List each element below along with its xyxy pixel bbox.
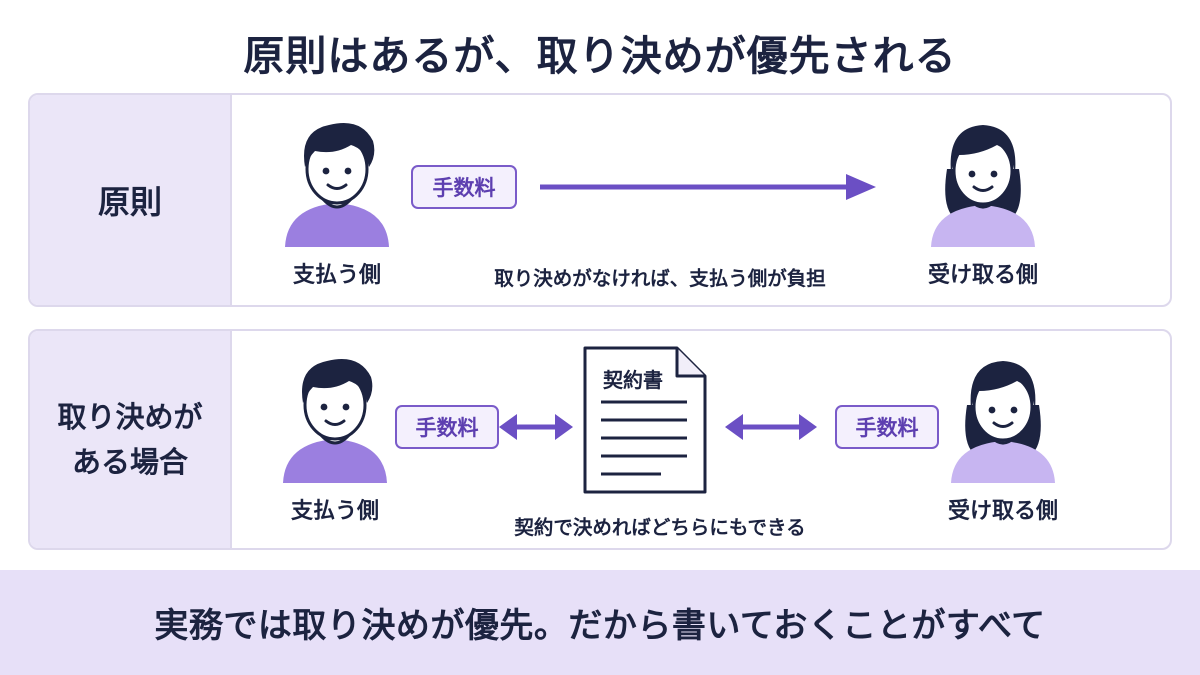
- agreement-label: 取り決めが ある場合: [30, 331, 232, 548]
- receiver-label: 受け取る側: [947, 499, 1058, 524]
- payer-label: 支払う側: [292, 263, 381, 288]
- agreement-panel: 取り決めが ある場合 支払う側 手数料 契約書 手数料: [28, 329, 1172, 550]
- page-title: 原則はあるが、取り決めが優先される: [243, 32, 957, 80]
- receiver-person-icon: [931, 125, 1035, 247]
- fee-tag-right: 手数料: [835, 405, 939, 449]
- fee-tag-left: 手数料: [395, 405, 499, 449]
- payer-person-icon: [285, 123, 389, 247]
- payer-label: 支払う側: [290, 499, 379, 524]
- payer-person-icon: [283, 359, 387, 483]
- footer-banner: 実務では取り決めが優先。だから書いておくことがすべて: [0, 570, 1200, 675]
- agreement-label-line2: ある場合: [71, 444, 188, 479]
- contract-title: 契約書: [603, 368, 663, 392]
- arrow-right-icon: [540, 174, 876, 200]
- principle-label: 原則: [30, 95, 232, 305]
- receiver-person-icon: [951, 361, 1055, 483]
- agreement-note: 契約で決めればどちらにもできる: [514, 516, 806, 539]
- principle-note: 取り決めがなければ、支払う側が負担: [494, 267, 826, 290]
- fee-tag: 手数料: [411, 165, 517, 209]
- double-arrow-left-icon: [499, 414, 573, 440]
- double-arrow-right-icon: [725, 414, 817, 440]
- receiver-label: 受け取る側: [927, 263, 1038, 288]
- contract-document-icon: [583, 346, 707, 494]
- principle-panel: 原則 支払う側 手数料 受け取る側 取り決めがなければ、支払う側が負担: [28, 93, 1172, 307]
- agreement-label-line1: 取り決めが: [57, 399, 203, 434]
